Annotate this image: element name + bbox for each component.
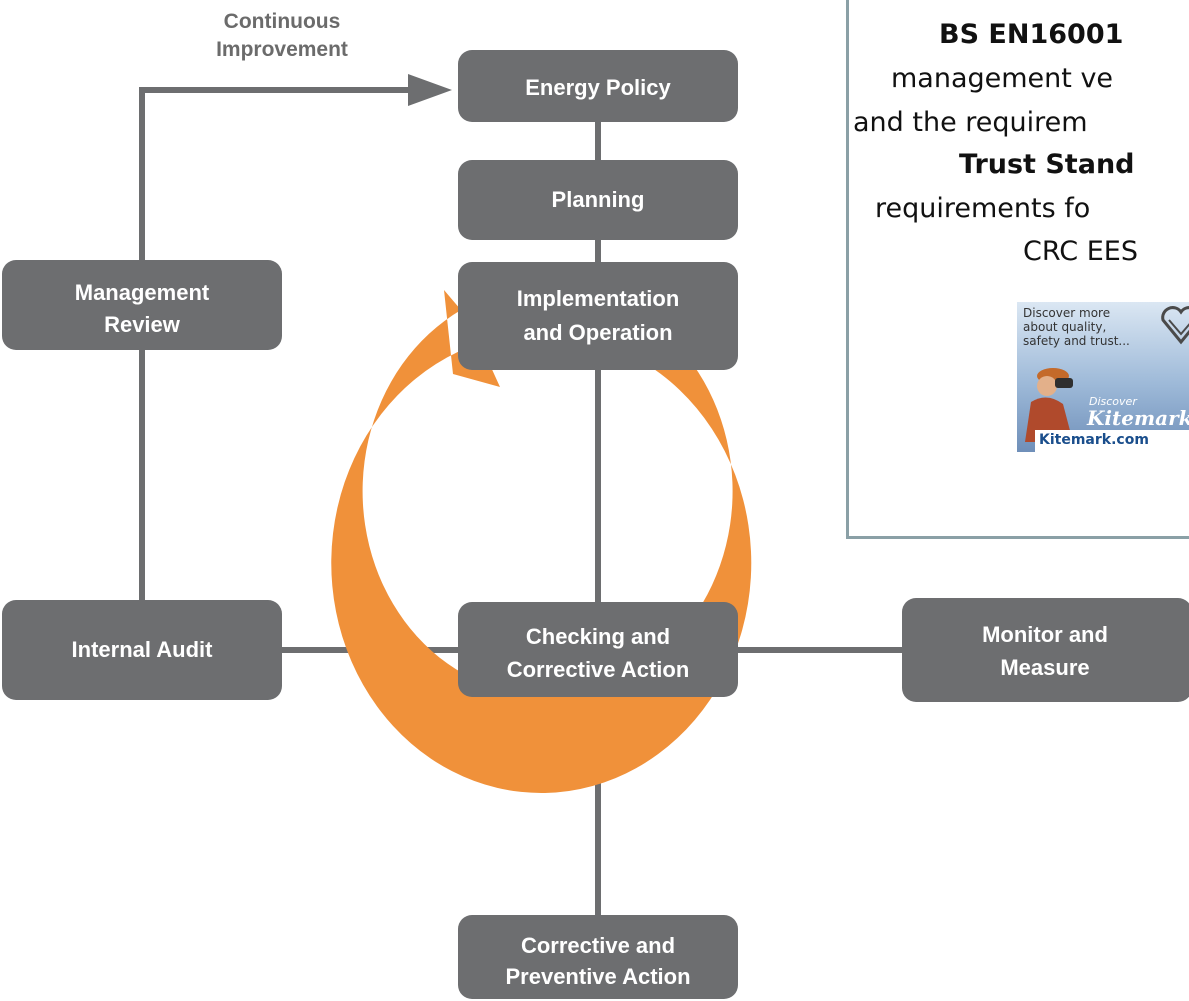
node-implementation-label-line2: and Operation — [523, 320, 672, 345]
info-line-5: requirements fo — [875, 193, 1091, 224]
info-line-2: management ve — [891, 63, 1114, 94]
ad-line-3: safety and trust... — [1023, 334, 1130, 348]
kitemark-heart-icon — [1161, 306, 1189, 345]
node-monitor-label-line2: Measure — [1000, 655, 1089, 680]
node-corrective-preventive-label-line2: Preventive Action — [505, 964, 690, 989]
node-monitor: Monitor and Measure — [902, 598, 1189, 702]
ad-line-2: about quality, — [1023, 320, 1107, 334]
info-panel: BS EN16001 management ve and the require… — [846, 0, 1189, 539]
node-implementation: Implementation and Operation — [458, 262, 738, 370]
continuous-improvement-line — [139, 87, 420, 260]
ad-line-1: Discover more — [1023, 306, 1111, 320]
node-implementation-label-line1: Implementation — [517, 286, 680, 311]
node-checking-label-line1: Checking and — [526, 624, 670, 649]
info-line-3: and the requirem — [853, 107, 1088, 138]
ad-url-bar[interactable]: Kitemark.com — [1035, 430, 1189, 452]
node-planning: Planning — [458, 160, 738, 240]
node-management-review-label-line1: Management — [75, 280, 210, 305]
node-energy-policy: Energy Policy — [458, 50, 738, 122]
continuous-improvement-label-line2: Improvement — [216, 38, 348, 61]
continuous-improvement-label-line1: Continuous — [224, 10, 341, 33]
info-line-standard: BS EN16001 — [939, 19, 1124, 50]
node-management-review-label-line2: Review — [104, 312, 181, 337]
continuous-improvement-arrowhead — [408, 74, 452, 106]
node-internal-audit: Internal Audit — [2, 600, 282, 700]
node-checking: Checking and Corrective Action — [458, 602, 738, 697]
binoculars-figure-icon — [1025, 368, 1073, 442]
node-checking-label-line2: Corrective Action — [507, 657, 690, 682]
node-energy-policy-label: Energy Policy — [525, 75, 671, 100]
node-corrective-preventive-label-line1: Corrective and — [521, 933, 675, 958]
info-line-6: CRC EES — [1023, 236, 1138, 267]
node-planning-label: Planning — [552, 187, 645, 212]
node-corrective-preventive: Corrective and Preventive Action — [458, 915, 738, 999]
ad-brand-label: Kitemark — [1087, 406, 1189, 430]
node-internal-audit-label: Internal Audit — [72, 637, 214, 662]
ad-discover-label: Discover — [1089, 395, 1137, 408]
ad-url-label: Kitemark.com — [1039, 432, 1149, 448]
kitemark-ad-banner[interactable]: Discover more about quality, safety and … — [1017, 302, 1189, 452]
info-line-4: Trust Stand — [959, 149, 1135, 180]
node-monitor-label-line1: Monitor and — [982, 622, 1108, 647]
node-management-review: Management Review — [2, 260, 282, 350]
